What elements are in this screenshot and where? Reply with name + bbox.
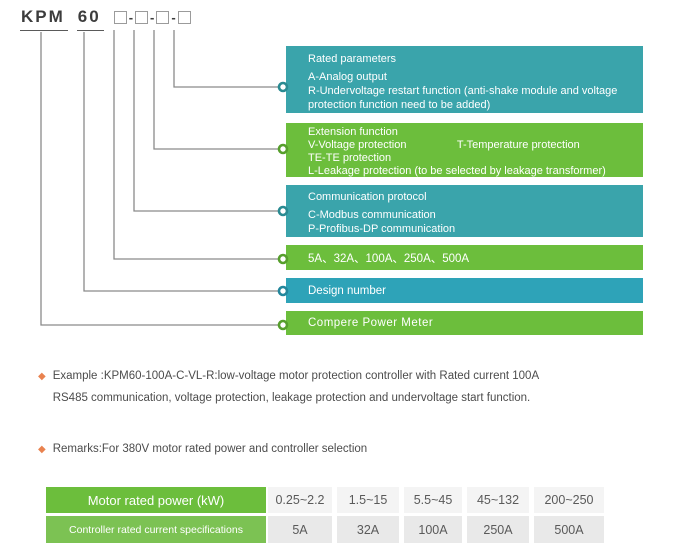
box-line: V-Voltage protection T-Temperature prote… xyxy=(308,139,635,152)
example-note: ◆ Example :KPM60-100A-C-VL-R:low-voltage… xyxy=(38,369,638,406)
box-line: C-Modbus communication xyxy=(308,209,436,221)
box-line: R-Undervoltage restart function (anti-sh… xyxy=(308,85,618,111)
diamond-bullet-icon: ◆ xyxy=(38,371,46,382)
table-cell: 5.5~45 xyxy=(404,487,462,513)
box-title: 5A、32A、100A、250A、500A xyxy=(308,252,470,265)
example-line1: Example :KPM60-100A-C-VL-R:low-voltage m… xyxy=(52,370,540,382)
table-cell: 5A xyxy=(268,516,332,543)
model-digit-placeholder xyxy=(177,10,191,24)
box-line-left: V-Voltage protection xyxy=(308,138,407,151)
box-line: TE-TE protection xyxy=(308,151,392,164)
row-header-motor-power: Motor rated power (kW) xyxy=(46,487,266,513)
model-code-placeholders: - - - xyxy=(113,9,191,25)
table-cell: 0.25~2.2 xyxy=(268,487,332,513)
legend-box-design-number: Design number xyxy=(286,278,643,303)
box-line: L-Leakage protection (to be selected by … xyxy=(308,164,606,177)
table-row-motor-power: Motor rated power (kW) 0.25~2.2 1.5~15 5… xyxy=(46,487,604,513)
model-code-design: 60 xyxy=(76,7,104,31)
model-digit-placeholder xyxy=(113,10,127,24)
box-title: Compere Power Meter xyxy=(308,317,434,329)
example-text: Example :KPM60-100A-C-VL-R:low-voltage m… xyxy=(53,369,539,406)
model-code-separator: - xyxy=(150,9,155,25)
box-line: P-Profibus-DP communication xyxy=(308,223,456,235)
legend-box-communication-protocol: Communication protocol C-Modbus communic… xyxy=(286,185,643,237)
box-title: Design number xyxy=(308,284,386,297)
example-line2: RS485 communication, voltage protection,… xyxy=(52,392,531,404)
box-title: Communication protocol xyxy=(308,191,427,203)
table-cell: 100A xyxy=(404,516,462,543)
legend-box-rated-current-options: 5A、32A、100A、250A、500A xyxy=(286,245,643,270)
table-row-rated-current: Controller rated current specifications … xyxy=(46,516,604,543)
model-code-separator: - xyxy=(171,9,176,25)
remarks-note: ◆ Remarks:For 380V motor rated power and… xyxy=(38,442,638,457)
legend-box-brand-name: Compere Power Meter xyxy=(286,311,643,335)
motor-selection-table: Motor rated power (kW) 0.25~2.2 1.5~15 5… xyxy=(46,487,604,543)
model-digit-placeholder xyxy=(156,10,170,24)
model-code: KPM 60 - - - xyxy=(20,6,191,32)
box-title: Extension function xyxy=(308,126,398,138)
model-digit-placeholder xyxy=(135,10,149,24)
table-cell: 45~132 xyxy=(467,487,529,513)
diamond-bullet-icon: ◆ xyxy=(38,444,46,455)
table-cell: 250A xyxy=(467,516,529,543)
box-line: A-Analog output xyxy=(308,71,387,83)
legend-box-rated-parameters: Rated parameters A-Analog output R-Under… xyxy=(286,46,643,113)
remarks-text: Remarks:For 380V motor rated power and c… xyxy=(52,443,368,455)
row-header-rated-current: Controller rated current specifications xyxy=(46,516,266,543)
table-cell: 500A xyxy=(534,516,604,543)
legend-box-extension-function: Extension function V-Voltage protection … xyxy=(286,123,643,177)
table-cell: 32A xyxy=(337,516,399,543)
model-code-separator: - xyxy=(128,9,134,25)
box-line-right: T-Temperature protection xyxy=(456,138,580,151)
box-title: Rated parameters xyxy=(308,53,397,65)
table-cell: 1.5~15 xyxy=(337,487,399,513)
table-cell: 200~250 xyxy=(534,487,604,513)
model-code-prefix: KPM xyxy=(20,7,68,31)
